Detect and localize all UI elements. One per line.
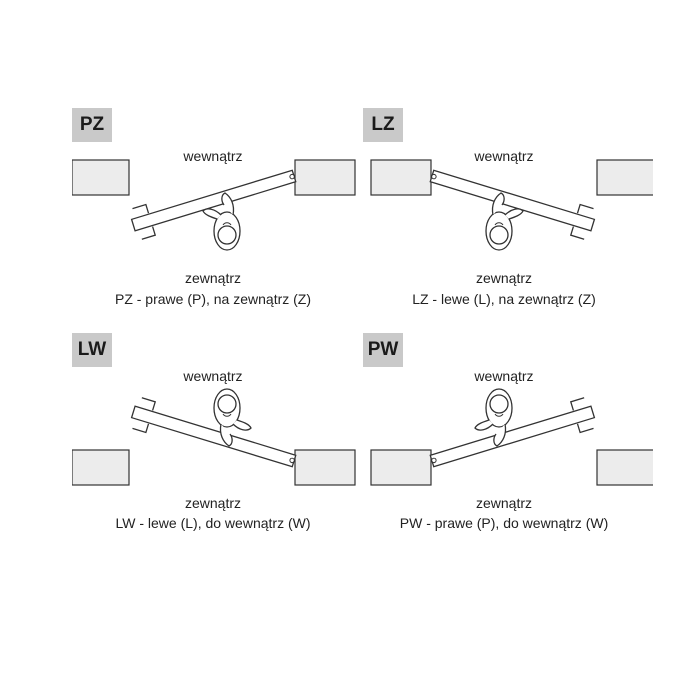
label-inside: wewnątrz [474,148,534,164]
label-inside: wewnątrz [474,368,534,384]
person-figure [474,388,513,447]
person-ear [222,413,232,417]
badge-pw: PW [363,333,403,367]
person-head [217,394,237,414]
person-arm-right [504,208,524,220]
label-outside: zewnątrz [184,270,242,286]
hinge-pin [289,457,295,464]
wall-right [370,159,432,196]
person-head [217,225,237,245]
door-leaf [130,397,297,468]
hinge-pin [431,173,437,180]
badge-lz: LZ [363,108,403,142]
swing-description: PZ - prawe (P), na zewnątrz (Z) [114,291,312,307]
person-arm-left [493,423,507,447]
wall-left [596,159,653,196]
door-diagram-lz [370,159,653,251]
person-arm-left [219,423,233,447]
door-diagram-pw [370,388,653,486]
person-head [489,394,509,414]
person-figure [202,192,241,251]
door-handle [132,203,157,240]
person-ear [494,222,504,226]
panel-pw: PW wewnątrz zewnątrz PW - prawe (P), do … [363,333,653,538]
person-figure [213,388,252,447]
door-panel [130,405,297,468]
person-arm-right [202,208,222,220]
door-leaf [429,169,596,240]
swing-description: PW - prawe (P), do wewnątrz (W) [399,515,609,531]
label-outside: zewnątrz [475,270,533,286]
person-arm-left [491,192,505,216]
wall-right [370,449,432,486]
door-leaf [130,169,297,240]
hinge-pin [431,457,437,464]
badge-pz: PZ [72,108,112,142]
panel-lw: LW wewnątrz zewnątrz LW - lewe (L), do w… [72,333,362,538]
door-diagram-lw [72,388,356,486]
door-handle [132,397,157,434]
person-ear [222,222,232,226]
label-inside: wewnątrz [183,368,243,384]
swing-description: LW - lewe (L), do wewnątrz (W) [115,515,311,531]
person-arm-right [474,419,494,431]
scene [72,388,356,486]
person-ear [494,413,504,417]
door-panel [429,405,596,468]
wall-right [294,449,356,486]
door-handle [569,203,594,240]
wall-left [72,159,130,196]
badge-lw: LW [72,333,112,367]
label-inside: wewnątrz [183,148,243,164]
person-figure [485,192,524,251]
door-panel [429,169,596,232]
scene [370,388,653,486]
wall-left [72,449,130,486]
door-leaf [429,397,596,468]
person-arm-right [232,419,252,431]
wall-left [596,449,653,486]
scene [72,159,356,251]
panel-pz: PZ wewnątrz zewnątrz PZ - prawe (P), na … [72,108,362,313]
panel-lz: LZ wewnątrz zewnątrz LZ - lewe (L), na z… [363,108,653,313]
hinge-pin [289,173,295,180]
door-panel [130,169,297,232]
swing-description: LZ - lewe (L), na zewnątrz (Z) [412,291,596,307]
person-arm-left [221,192,235,216]
label-outside: zewnątrz [184,495,242,511]
door-diagram-pz [72,159,356,251]
person-head [489,225,509,245]
label-outside: zewnątrz [475,495,533,511]
scene [370,159,653,251]
door-handle [569,397,594,434]
wall-right [294,159,356,196]
